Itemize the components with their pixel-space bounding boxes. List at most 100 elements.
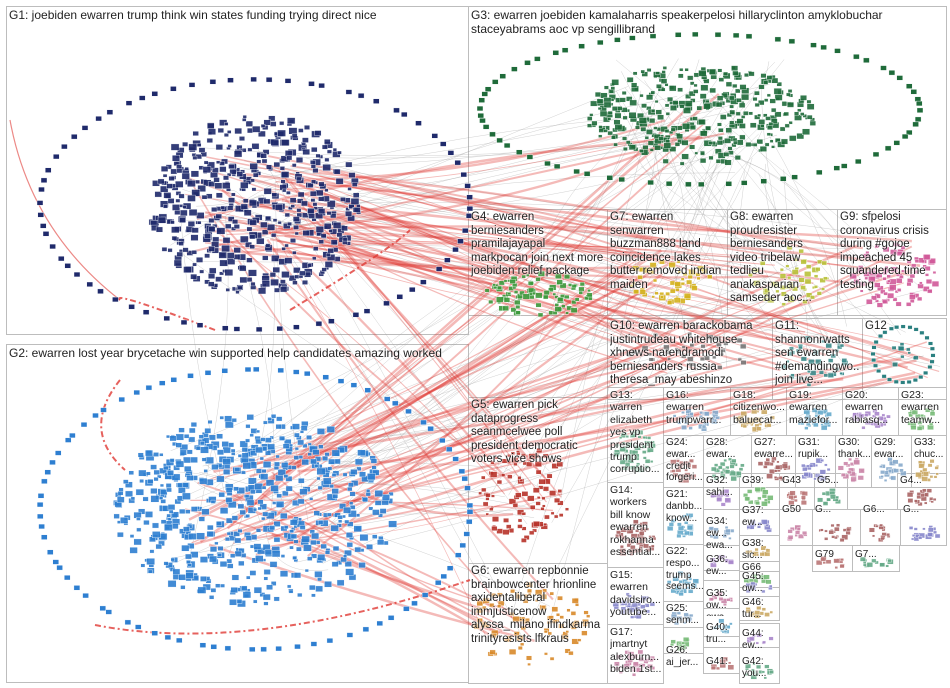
node	[543, 630, 548, 634]
node	[754, 547, 759, 552]
node	[872, 534, 876, 538]
node	[689, 458, 694, 463]
node	[49, 459, 56, 466]
node	[292, 280, 298, 285]
node	[699, 415, 703, 419]
edge	[258, 134, 778, 227]
edge-highlight	[263, 284, 656, 462]
edge-highlight	[321, 238, 668, 374]
node	[918, 375, 924, 380]
node	[769, 610, 774, 614]
node	[680, 473, 686, 479]
node	[890, 475, 897, 481]
node	[489, 603, 495, 608]
node	[526, 582, 533, 588]
node	[187, 179, 196, 187]
node	[520, 625, 527, 631]
node	[708, 68, 716, 75]
node	[311, 146, 318, 153]
node	[656, 83, 662, 89]
node	[335, 178, 344, 185]
cluster-g18	[735, 408, 775, 432]
node	[701, 424, 707, 429]
node	[627, 538, 635, 545]
node	[553, 163, 561, 170]
node	[318, 208, 326, 215]
node	[544, 652, 548, 656]
group-label-g2: G2: ewarren lost year brycetache win sup…	[9, 346, 442, 360]
node	[190, 422, 198, 428]
edge-highlight	[204, 211, 781, 342]
node	[86, 281, 94, 288]
node	[227, 216, 235, 222]
node	[804, 271, 812, 277]
node	[332, 147, 337, 152]
node	[100, 407, 107, 413]
node	[209, 546, 218, 553]
node	[677, 421, 682, 425]
node	[294, 447, 299, 451]
node	[287, 221, 292, 226]
node	[735, 88, 741, 94]
edge-highlight	[303, 213, 527, 491]
node	[800, 259, 807, 265]
node	[498, 280, 505, 286]
node	[229, 599, 237, 606]
group-box-g-misc2	[900, 509, 947, 546]
node	[820, 556, 827, 562]
node	[732, 32, 740, 39]
cluster-g41	[710, 656, 735, 670]
edge-highlight	[284, 235, 806, 333]
node	[724, 137, 732, 144]
node	[710, 492, 717, 498]
node	[482, 597, 490, 604]
node	[642, 145, 649, 151]
node	[219, 507, 229, 515]
node	[252, 172, 259, 178]
node	[306, 435, 312, 440]
cluster-g3-ring	[476, 31, 924, 188]
node	[491, 494, 495, 498]
node	[925, 407, 931, 413]
node	[521, 512, 526, 516]
node	[613, 142, 618, 147]
node	[324, 188, 329, 193]
node	[557, 500, 564, 506]
node	[190, 170, 200, 178]
node	[325, 252, 331, 257]
node	[381, 494, 390, 501]
node	[625, 592, 630, 596]
node	[315, 321, 323, 327]
node	[682, 514, 687, 518]
node	[918, 460, 923, 465]
node	[888, 469, 892, 473]
node	[281, 462, 289, 469]
node	[554, 303, 559, 307]
group-label-g-misc2: G...	[903, 504, 920, 515]
node	[321, 267, 327, 272]
node	[435, 580, 442, 586]
edge-highlight	[312, 171, 858, 261]
node	[185, 572, 194, 579]
node	[895, 301, 902, 307]
node	[481, 91, 488, 97]
node	[669, 85, 677, 92]
node	[509, 279, 516, 285]
node	[833, 558, 840, 564]
node	[144, 449, 153, 457]
node	[888, 326, 894, 331]
node	[242, 117, 247, 122]
node	[640, 69, 646, 74]
node	[140, 563, 146, 568]
node	[228, 197, 235, 203]
node	[565, 507, 569, 511]
edge	[633, 153, 777, 350]
node	[638, 117, 647, 124]
node	[573, 620, 580, 625]
node	[715, 158, 722, 164]
node	[887, 279, 891, 283]
node	[326, 200, 336, 208]
node	[645, 548, 651, 553]
node	[153, 469, 160, 475]
node	[679, 67, 684, 72]
